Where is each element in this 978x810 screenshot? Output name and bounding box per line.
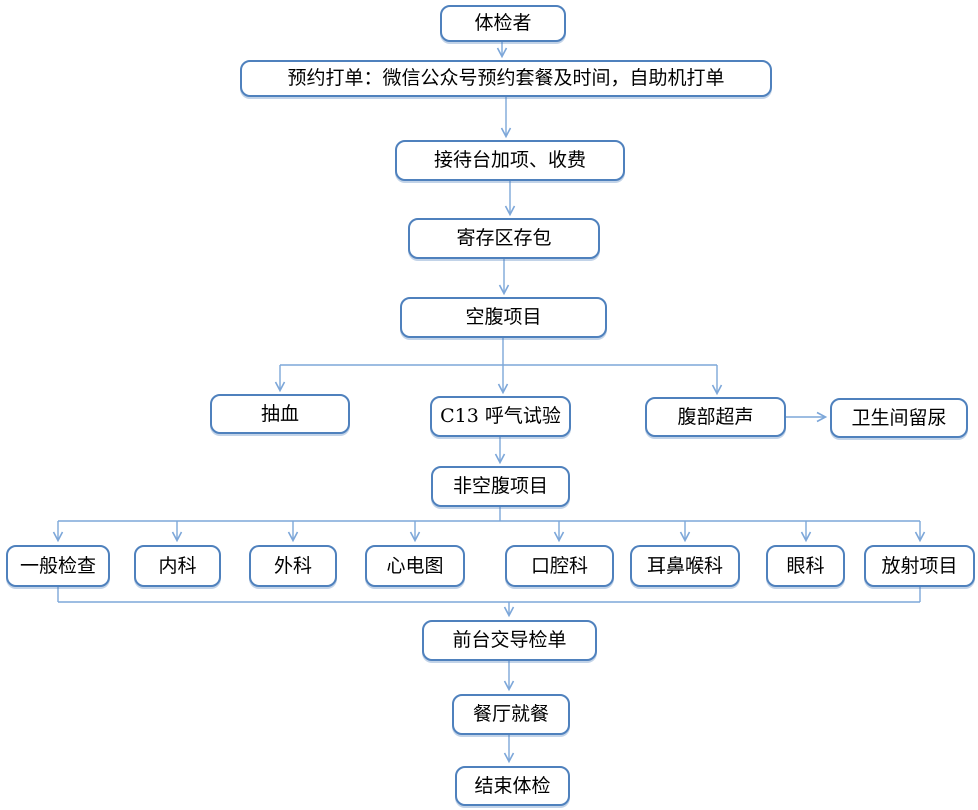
flow-node-nonfasting: 非空腹项目 bbox=[431, 466, 570, 507]
flow-node-ent: 耳鼻喉科 bbox=[630, 545, 740, 587]
flow-node-reception: 接待台加项、收费 bbox=[395, 140, 625, 181]
flow-node-dining: 餐厅就餐 bbox=[452, 694, 570, 735]
flow-node-examinee: 体检者 bbox=[440, 5, 566, 42]
flow-node-dental: 口腔科 bbox=[505, 545, 614, 587]
flow-node-storage: 寄存区存包 bbox=[408, 218, 600, 259]
flow-node-ultrasound: 腹部超声 bbox=[645, 397, 786, 437]
flow-node-eye: 眼科 bbox=[766, 545, 845, 587]
flow-node-surgery: 外科 bbox=[249, 545, 337, 587]
flow-node-fasting: 空腹项目 bbox=[400, 297, 607, 338]
flow-node-urine: 卫生间留尿 bbox=[830, 398, 968, 438]
flow-node-blood: 抽血 bbox=[210, 394, 350, 434]
flow-node-general: 一般检查 bbox=[6, 545, 110, 587]
flow-node-internal: 内科 bbox=[134, 545, 221, 587]
connector-trunk-lines bbox=[57, 338, 921, 603]
flow-node-radiology: 放射项目 bbox=[864, 545, 975, 587]
flow-node-c13: C13 呼气试验 bbox=[430, 396, 571, 437]
flow-node-ecg: 心电图 bbox=[365, 545, 465, 587]
flow-node-end: 结束体检 bbox=[455, 766, 570, 806]
flow-node-frontdesk: 前台交导检单 bbox=[422, 620, 597, 661]
flow-node-booking: 预约打单：微信公众号预约套餐及时间，自助机打单 bbox=[240, 60, 772, 97]
